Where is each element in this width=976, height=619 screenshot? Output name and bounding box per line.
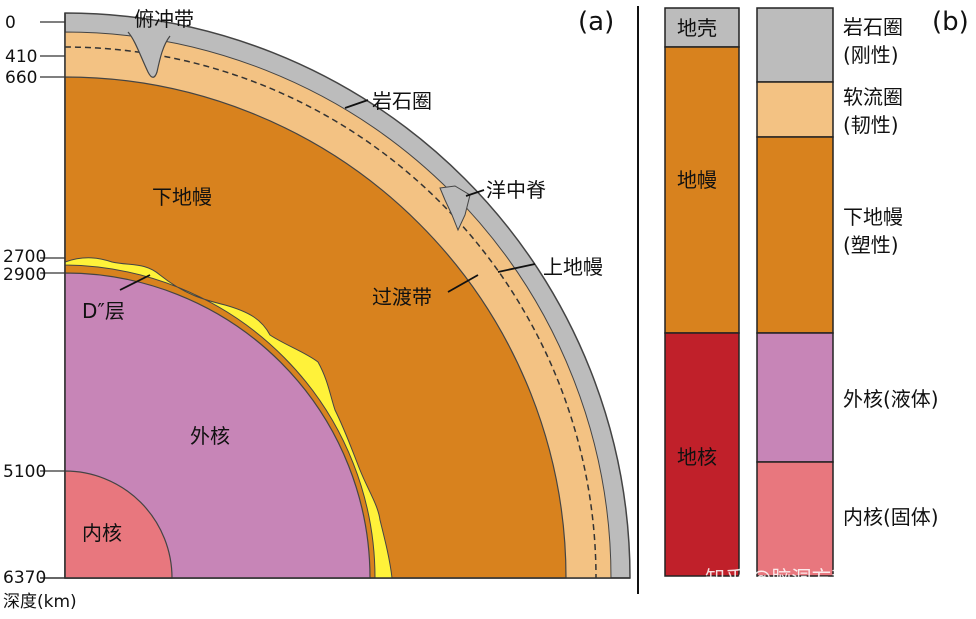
col1-mantle-label: 地幔 bbox=[677, 168, 717, 192]
mech-0-line2: (刚性) bbox=[843, 43, 899, 67]
d-double-prime-layer bbox=[64, 257, 393, 579]
mech-3-line1: 外核(液体) bbox=[843, 387, 939, 411]
outer-core bbox=[64, 272, 371, 579]
label-lower-mantle: 下地幔 bbox=[152, 185, 212, 209]
col2-inner-core bbox=[756, 461, 834, 577]
subduction-notch bbox=[127, 31, 171, 78]
inner-core bbox=[64, 470, 173, 579]
label-inner-core: 内核 bbox=[82, 521, 122, 545]
mech-1-line2: (韧性) bbox=[843, 113, 899, 137]
mech-2-line1: 下地幔 bbox=[843, 205, 903, 229]
panel-a: 0 410 660 2700 2900 5100 6370 深度(km) 俯冲带… bbox=[3, 7, 631, 612]
tick-6370: 6370 bbox=[3, 568, 46, 588]
col2-lower-mantle bbox=[756, 136, 834, 334]
pointer-transition bbox=[447, 274, 479, 293]
mech-0-line1: 岩石圈 bbox=[843, 15, 903, 39]
col1-core bbox=[664, 332, 740, 577]
panel-b: 地壳 地幔 地核 岩石圈 (刚性) 软流圈 (韧性) 下地幔 (塑性) 外核(液… bbox=[664, 7, 969, 577]
mech-1-line1: 软流圈 bbox=[843, 85, 903, 109]
tick-660: 660 bbox=[5, 68, 37, 88]
depth-axis-unit: 深度(km) bbox=[3, 592, 77, 612]
col2-outer-core bbox=[756, 332, 834, 463]
tick-2900: 2900 bbox=[3, 265, 46, 285]
ridge-bump bbox=[439, 185, 471, 232]
pointer-ridge bbox=[465, 189, 485, 197]
pointer-d-layer bbox=[119, 274, 151, 291]
mech-2-line2: (塑性) bbox=[843, 233, 899, 257]
panel-b-letter: (b) bbox=[932, 7, 969, 37]
label-d-double-prime: D″层 bbox=[82, 299, 125, 323]
label-ridge: 洋中脊 bbox=[486, 178, 546, 202]
label-outer-core: 外核 bbox=[190, 424, 230, 448]
depth-ticks bbox=[40, 21, 65, 472]
pointer-upper-mantle bbox=[497, 263, 536, 273]
tick-0: 0 bbox=[5, 13, 16, 33]
label-upper-mantle: 上地幔 bbox=[543, 255, 603, 279]
tick-2700: 2700 bbox=[3, 247, 46, 267]
pointer-lithosphere bbox=[344, 99, 369, 109]
col1-core-label: 地核 bbox=[677, 445, 717, 469]
label-transition: 过渡带 bbox=[372, 285, 432, 309]
col1-crust-label: 地壳 bbox=[677, 16, 717, 40]
mech-4-line1: 内核(固体) bbox=[843, 505, 939, 529]
label-lithosphere: 岩石圈 bbox=[372, 89, 432, 113]
col1-mantle bbox=[664, 46, 740, 334]
watermark: 知乎 @脑洞方程式 bbox=[705, 566, 871, 590]
label-subduction: 俯冲带 bbox=[134, 7, 194, 31]
panel-a-letter: (a) bbox=[578, 7, 614, 37]
tick-410: 410 bbox=[5, 47, 37, 67]
col1-crust bbox=[664, 7, 740, 48]
col2-lithosphere bbox=[756, 7, 834, 83]
col2-asthenosphere bbox=[756, 81, 834, 138]
tick-5100: 5100 bbox=[3, 462, 46, 482]
